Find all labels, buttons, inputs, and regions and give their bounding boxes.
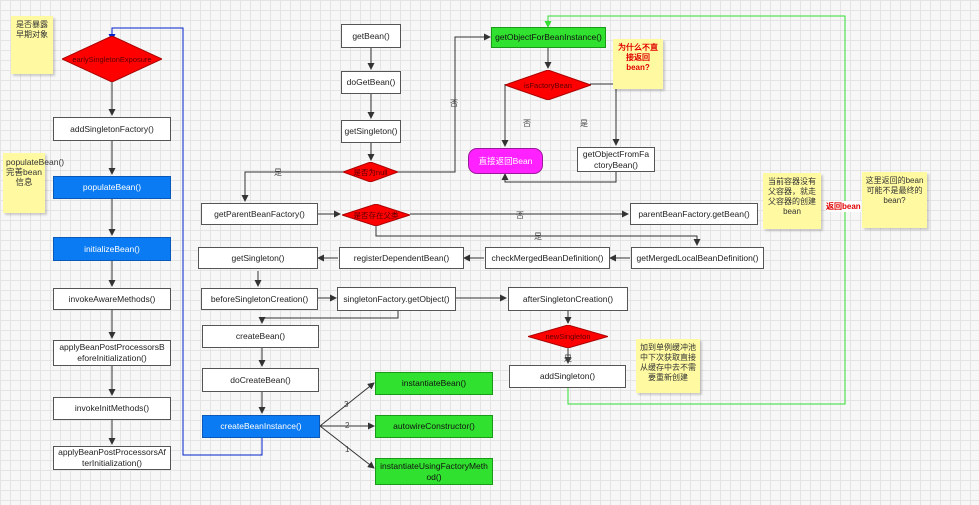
- get-merged-local-bean-definition-box: getMergedLocalBeanDefinition(): [631, 247, 764, 269]
- populate-note: populateBean()完善bean信息: [3, 153, 64, 213]
- get-singleton-2-box: getSingleton(): [198, 247, 318, 269]
- label-branch-2: 2: [345, 421, 350, 430]
- do-get-bean-box: doGetBean(): [341, 71, 401, 94]
- label-no-parent: 否: [516, 211, 524, 220]
- label-yes-parent: 是: [534, 232, 542, 241]
- instantiate-bean-box: instantiateBean(): [375, 372, 493, 395]
- label-yes-factorybean: 是: [580, 119, 588, 128]
- get-object-from-factory-bean-box: getObjectFromFactoryBean(): [577, 147, 655, 172]
- final-bean-note: 这里返回的bean可能不是最终的bean?: [862, 172, 927, 228]
- early-singleton-exposure-diamond: earlySingletonExposure: [62, 36, 162, 82]
- check-merged-bean-definition-box: checkMergedBeanDefinition(): [485, 247, 610, 269]
- instantiate-using-factory-method-box: instantiateUsingFactoryMethod(): [375, 458, 493, 485]
- singleton-null-diamond: 是否为null: [343, 162, 398, 182]
- early-exposure-note: 是否暴露早期对象: [11, 16, 53, 74]
- apply-post-processors-before-box: applyBeanPostProcessorsBeforeInitializat…: [53, 340, 171, 366]
- label-yes-newsingleton: 是: [564, 354, 572, 363]
- label-no-getobject: 否: [450, 99, 458, 108]
- add-singleton-box: addSingleton(): [509, 365, 626, 388]
- get-object-for-bean-instance-box: getObjectForBeanInstance(): [491, 27, 606, 48]
- apply-post-processors-after-box: applyBeanPostProcessorsAfterInitializati…: [53, 446, 171, 470]
- get-bean-box: getBean(): [341, 24, 401, 48]
- has-parent-diamond: 是否存在父类: [342, 204, 410, 226]
- initialize-bean-box: initializeBean(): [53, 237, 171, 261]
- do-create-bean-box: doCreateBean(): [202, 368, 319, 392]
- invoke-aware-methods-box: invokeAwareMethods(): [53, 288, 171, 310]
- add-to-pool-note: 加到单例缓冲池中下次获取直接从缓存中去不需要重新创建: [636, 339, 700, 393]
- label-branch-1: 1: [345, 445, 350, 454]
- register-dependent-bean-box: registerDependentBean(): [339, 247, 464, 269]
- create-bean-box: createBean(): [202, 325, 319, 348]
- get-singleton-box: getSingleton(): [341, 120, 401, 143]
- after-singleton-creation-box: afterSingletonCreation(): [508, 287, 628, 311]
- populate-bean-box: populateBean(): [53, 176, 171, 199]
- return-bean-directly-box: 直接返回Bean: [468, 148, 543, 174]
- label-yes-null: 是: [274, 168, 282, 177]
- label-return-bean: 返回bean: [826, 201, 861, 212]
- get-parent-bean-factory-box: getParentBeanFactory(): [201, 203, 318, 225]
- before-singleton-creation-box: beforeSingletonCreation(): [201, 288, 318, 310]
- create-bean-instance-box: createBeanInstance(): [202, 415, 320, 438]
- autowire-constructor-box: autowireConstructor(): [375, 415, 493, 438]
- parent-bean-factory-get-bean-box: parentBeanFactory.getBean(): [630, 203, 758, 225]
- invoke-init-methods-box: invokeInitMethods(): [53, 397, 171, 420]
- parent-container-note: 当前容器没有父容器，就走父容器的创建bean: [763, 173, 821, 229]
- is-factory-bean-diamond: isFactoryBean: [505, 70, 591, 100]
- singleton-factory-get-object-box: singletonFactory.getObject(): [337, 287, 456, 311]
- add-singleton-factory-box: addSingletonFactory(): [53, 117, 171, 141]
- label-no-factorybean: 否: [523, 119, 531, 128]
- new-singleton-diamond: newSingleton: [528, 325, 608, 348]
- why-not-return-note: 为什么不直接返回bean?: [613, 39, 663, 89]
- label-branch-3: 3: [344, 400, 349, 409]
